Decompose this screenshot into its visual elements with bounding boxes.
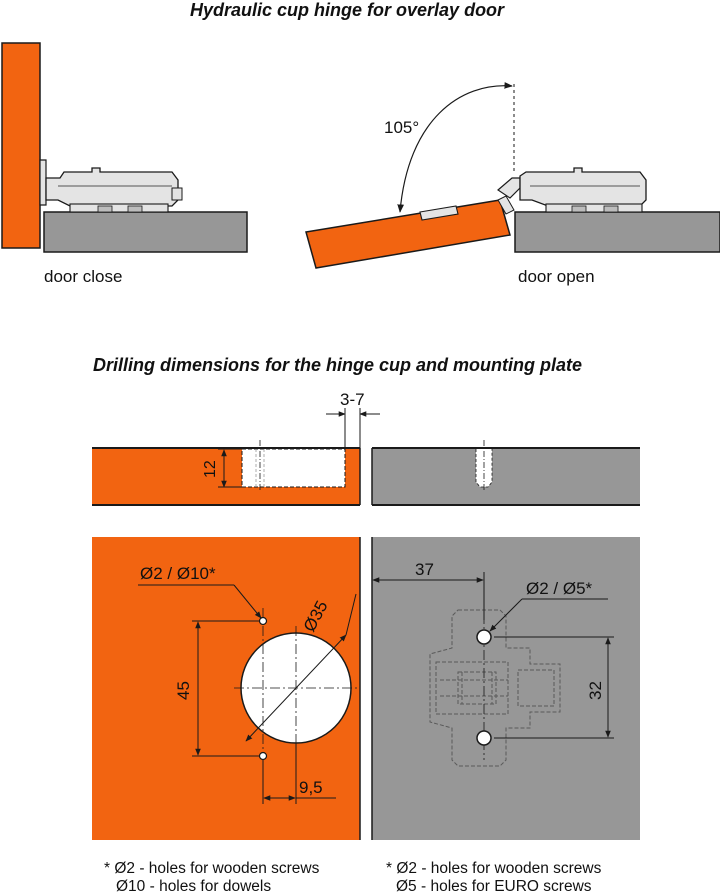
angle-arc bbox=[397, 82, 513, 213]
screw-hole-bottom bbox=[258, 751, 268, 761]
closed-cabinet-panel bbox=[43, 211, 248, 253]
screw-hole-top bbox=[258, 616, 268, 626]
note-left-1: * Ø2 - holes for wooden screws bbox=[104, 860, 320, 877]
door-closed-illustration bbox=[1, 42, 248, 253]
dim-hole-spacing: 45 bbox=[174, 681, 193, 700]
dimension-screw-hole: Ø2 / Ø10* bbox=[138, 564, 262, 619]
angle-label: 105° bbox=[384, 118, 419, 137]
plate-hole-top bbox=[476, 629, 492, 645]
dim-edge-gap: 3-7 bbox=[340, 390, 365, 409]
open-hinge bbox=[419, 167, 647, 221]
section-view-cabinet bbox=[371, 440, 640, 506]
label-door-close: door close bbox=[44, 267, 123, 286]
dim-cup-depth: 12 bbox=[202, 460, 219, 478]
note-right-1: * Ø2 - holes for wooden screws bbox=[386, 860, 602, 877]
open-door-panel bbox=[305, 199, 511, 269]
cup-bore-section bbox=[241, 448, 346, 488]
dim-screw-hole: Ø2 / Ø10* bbox=[140, 564, 216, 583]
mounting-plate-outline bbox=[429, 609, 561, 767]
dimension-plate-hole: Ø2 / Ø5* bbox=[489, 579, 608, 632]
dimension-plate-offset: 37 bbox=[372, 560, 485, 620]
dim-plate-hole-spacing: 32 bbox=[586, 681, 605, 700]
closed-hinge bbox=[39, 159, 183, 213]
dimension-hole-spacing: 45 bbox=[174, 620, 260, 757]
note-left-2: Ø10 - holes for dowels bbox=[116, 878, 272, 895]
open-cabinet-panel bbox=[514, 211, 720, 253]
plate-hole-bottom bbox=[476, 730, 492, 746]
dim-offset: 9,5 bbox=[299, 778, 323, 797]
note-right-2: Ø5 - holes for EURO screws bbox=[396, 878, 592, 895]
title-drilling: Drilling dimensions for the hinge cup an… bbox=[93, 355, 583, 375]
dimension-offset: 9,5 bbox=[262, 744, 336, 804]
closed-door-panel bbox=[1, 42, 41, 249]
dim-plate-offset: 37 bbox=[415, 560, 434, 579]
section-view-door bbox=[92, 440, 361, 506]
dim-plate-hole: Ø2 / Ø5* bbox=[526, 579, 593, 598]
title-hinge: Hydraulic cup hinge for overlay door bbox=[190, 0, 505, 20]
dimension-edge-gap: 3-7 bbox=[326, 390, 380, 449]
door-open-illustration: 105° bbox=[305, 82, 720, 269]
plan-view-cabinet bbox=[371, 537, 640, 840]
label-door-open: door open bbox=[518, 267, 595, 286]
dimension-cup-depth: 12 bbox=[202, 448, 242, 488]
dimension-plate-hole-spacing: 32 bbox=[494, 636, 614, 739]
